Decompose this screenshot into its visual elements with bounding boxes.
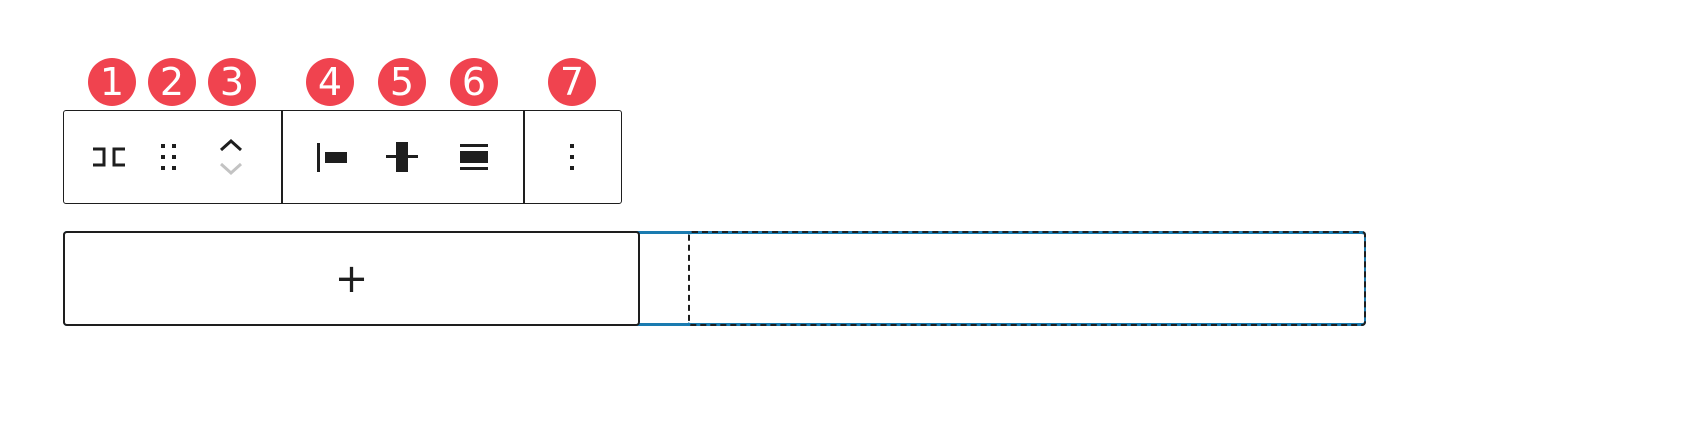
callout-badge-3: 3 (208, 58, 256, 106)
drag-handle-button[interactable] (144, 111, 194, 203)
more-vertical-icon (570, 144, 574, 170)
align-wide-icon (460, 144, 488, 170)
columns-block-icon (93, 147, 125, 167)
align-left-button[interactable] (306, 111, 356, 203)
callout-badge-7: 7 (548, 58, 596, 106)
callout-badge-1: 1 (88, 58, 136, 106)
callout-badge-6: 6 (450, 58, 498, 106)
toolbar-divider (281, 111, 283, 203)
move-down-icon[interactable] (218, 162, 244, 176)
move-up-icon[interactable] (218, 138, 244, 152)
more-options-button[interactable] (525, 111, 621, 203)
callout-badge-2: 2 (148, 58, 196, 106)
callout-badge-4: 4 (306, 58, 354, 106)
align-center-button[interactable] (377, 111, 427, 203)
columns-block[interactable]: + (63, 231, 1366, 326)
move-mover (206, 111, 256, 203)
toolbar-divider (523, 111, 525, 203)
align-left-icon (317, 143, 347, 172)
drag-handle-icon (161, 144, 176, 170)
align-wide-button[interactable] (449, 111, 499, 203)
column-empty-placeholder[interactable] (688, 231, 1366, 326)
plus-icon: + (334, 255, 369, 302)
callout-badge-5: 5 (378, 58, 426, 106)
column-add-block-button[interactable]: + (63, 231, 640, 326)
block-toolbar (63, 110, 622, 204)
align-center-icon (386, 142, 418, 172)
block-type-button[interactable] (84, 111, 134, 203)
